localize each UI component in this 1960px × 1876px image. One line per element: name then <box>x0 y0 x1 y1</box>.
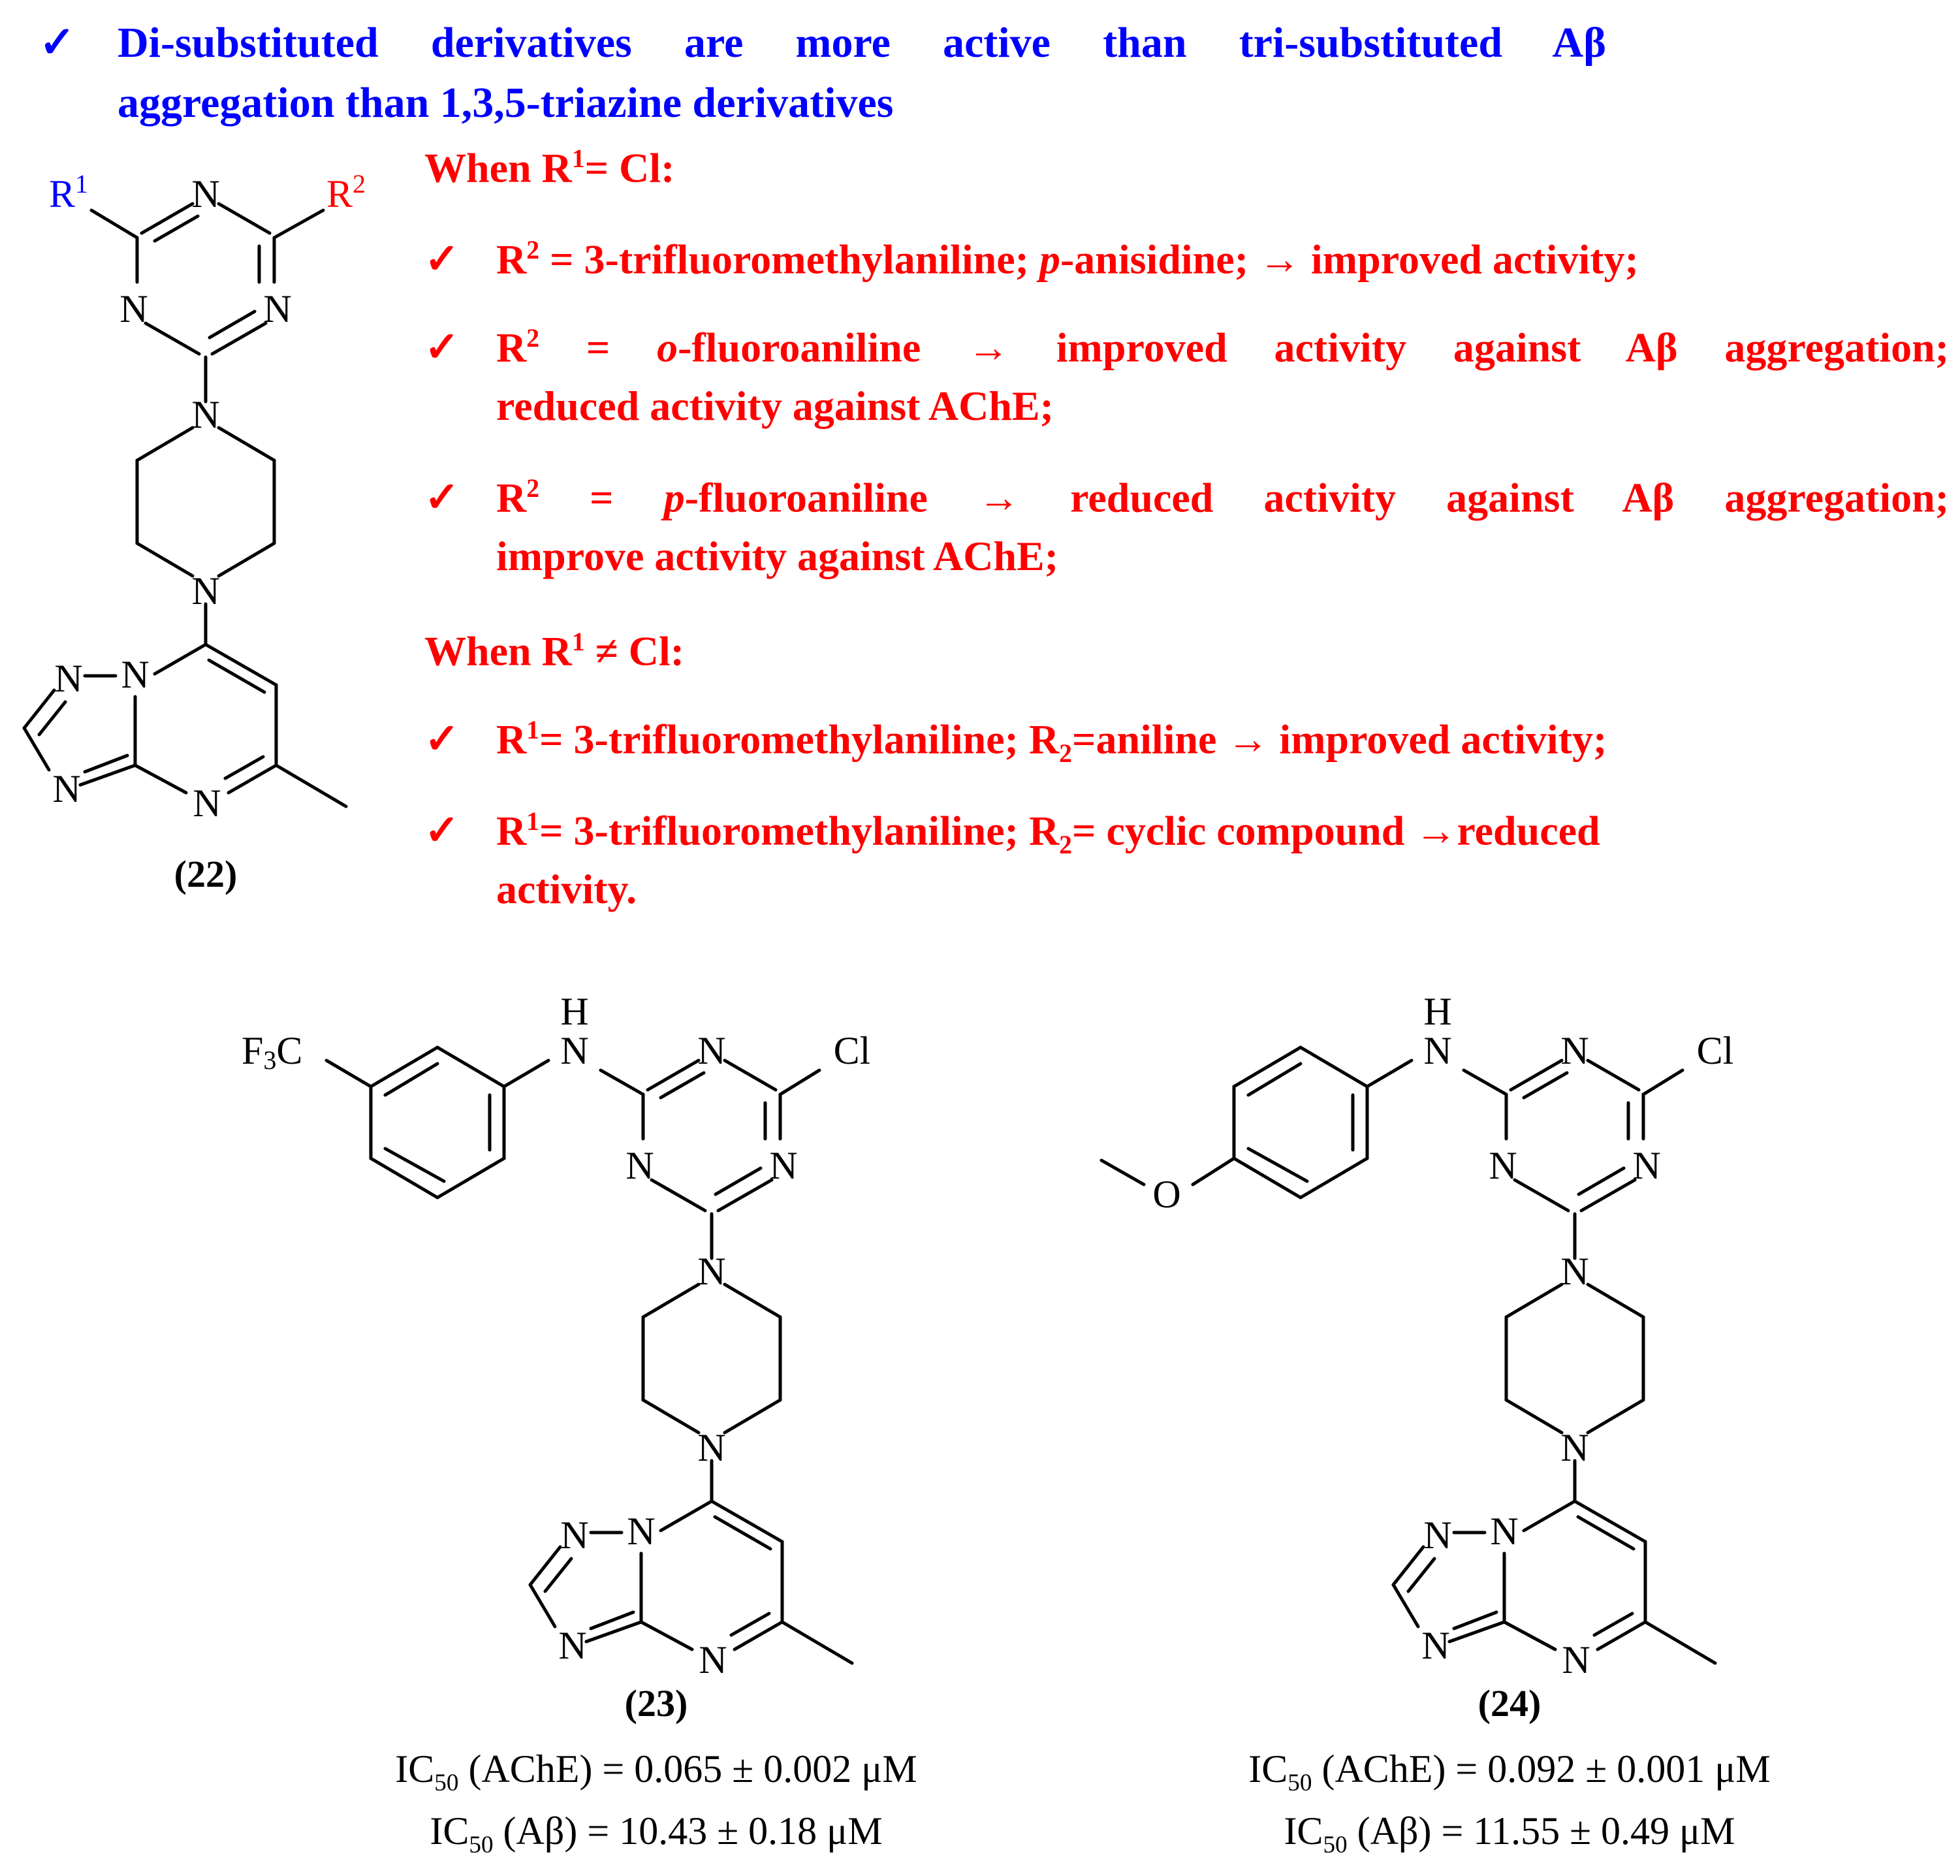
ic50-ab-24: IC50 (Aβ) = 11.55 ± 0.49 μM <box>1284 1809 1735 1858</box>
svg-text:N: N <box>52 767 80 810</box>
svg-text:N: N <box>191 172 219 215</box>
r2-label: R2 <box>326 169 366 216</box>
ic50-ab-23: IC50 (Aβ) = 10.43 ± 0.18 μM <box>430 1809 883 1858</box>
svg-text:N: N <box>1560 1029 1589 1072</box>
label-23: (23) <box>624 1682 688 1725</box>
check-icon: ✓ <box>424 236 460 282</box>
svg-text:N: N <box>1490 1510 1518 1553</box>
header-line-2: aggregation than 1,3,5-triazine derivati… <box>118 79 894 127</box>
svg-text:N: N <box>699 1638 727 1681</box>
svg-text:N: N <box>697 1426 725 1469</box>
svg-text:N: N <box>121 653 149 696</box>
svg-text:N: N <box>1421 1624 1449 1667</box>
r1-label: R1 <box>49 169 88 216</box>
svg-text:N: N <box>1560 1426 1589 1469</box>
svg-text:N: N <box>1489 1144 1517 1187</box>
svg-text:N: N <box>193 782 221 825</box>
check-icon: ✓ <box>424 324 460 370</box>
svg-text:N: N <box>1562 1638 1590 1681</box>
molecule-22: N N N N N N N N N R1 R2 <box>24 169 366 825</box>
molecule-24: N N N N N N N N N Cl H N O <box>1099 990 1734 1681</box>
check-icon: ✓ <box>424 474 460 520</box>
svg-text:N: N <box>627 1510 655 1553</box>
check-icon: ✓ <box>39 19 76 67</box>
label-24: (24) <box>1478 1682 1541 1725</box>
check-icon: ✓ <box>424 807 460 853</box>
svg-text:O: O <box>1152 1173 1180 1216</box>
svg-text:N: N <box>191 393 219 436</box>
ic50-ache-24: IC50 (AChE) = 0.092 ± 0.001 μM <box>1248 1747 1771 1796</box>
header-line-1: Di-substituted derivatives are more acti… <box>118 19 1606 67</box>
svg-text:N: N <box>119 287 148 330</box>
svg-text:N: N <box>697 1029 725 1072</box>
svg-text:N: N <box>769 1144 797 1187</box>
ic50-ache-23: IC50 (AChE) = 0.065 ± 0.002 μM <box>395 1747 917 1796</box>
svg-text:N: N <box>558 1624 586 1667</box>
svg-text:N: N <box>54 657 82 700</box>
svg-text:H: H <box>560 990 588 1033</box>
cf3-label: F3C <box>242 1029 302 1075</box>
svg-text:N: N <box>560 1514 588 1557</box>
molecule-23: N N N N N N N N N Cl H N F3C <box>242 990 870 1681</box>
svg-text:N: N <box>625 1144 654 1187</box>
svg-text:Cl: Cl <box>1697 1029 1734 1072</box>
svg-text:Cl: Cl <box>834 1029 871 1072</box>
svg-text:N: N <box>263 287 291 330</box>
svg-text:N: N <box>1632 1144 1660 1187</box>
svg-text:N: N <box>697 1250 725 1293</box>
svg-text:N: N <box>1423 1514 1451 1557</box>
sar-panel: When R1= Cl: ✓ R2 = 3-trifluoromethylani… <box>424 144 1950 912</box>
label-22: (22) <box>174 853 238 895</box>
when-r1-not-cl: When R1 ≠ Cl: <box>424 628 685 675</box>
svg-text:N: N <box>1423 1029 1451 1072</box>
svg-text:N: N <box>560 1029 588 1072</box>
svg-text:N: N <box>1560 1250 1589 1293</box>
svg-text:H: H <box>1423 990 1451 1033</box>
check-icon: ✓ <box>424 716 460 762</box>
svg-text:N: N <box>191 569 219 612</box>
when-r1-cl: When R1= Cl: <box>424 144 675 191</box>
